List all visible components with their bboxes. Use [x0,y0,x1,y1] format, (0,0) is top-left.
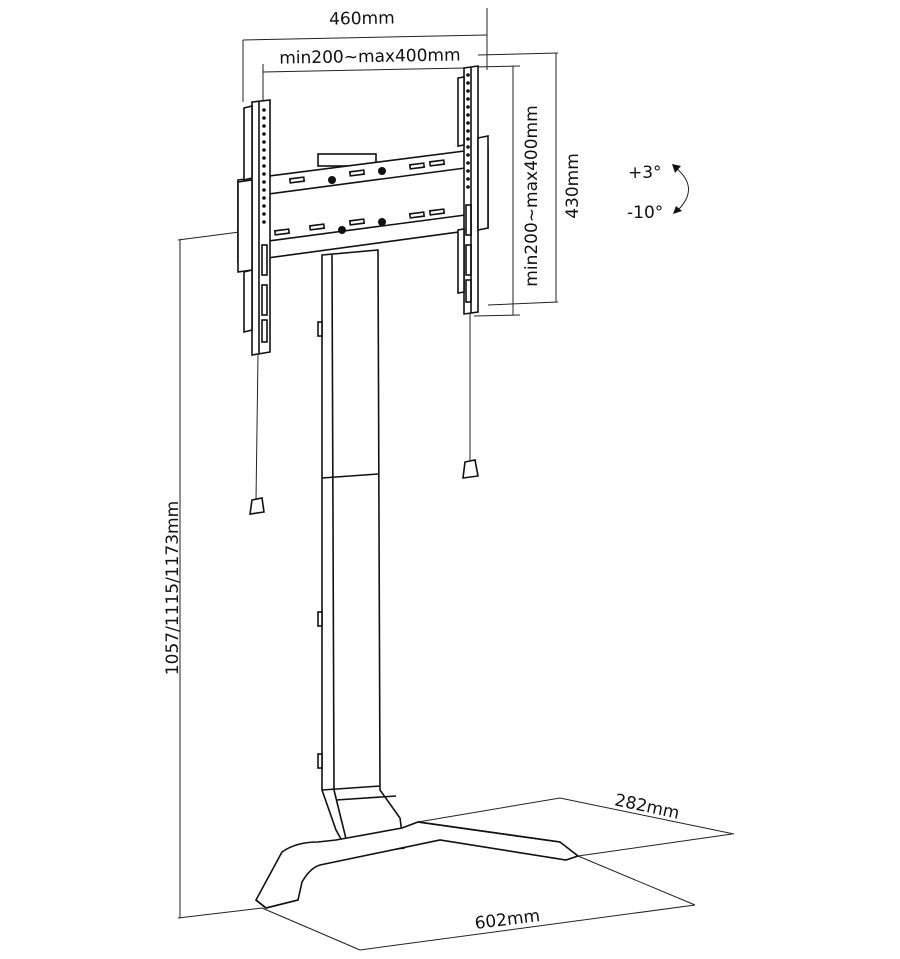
bracket-height-label: 430mm [563,153,583,219]
vesa-vertical-label: min200~max400mm [522,105,542,286]
mounting-plate [237,147,489,263]
bracket-width-label: 460mm [329,8,395,29]
base-depth-label: 282mm [613,791,681,824]
left-vertical-arm [237,99,271,515]
dimension-lines [177,8,735,951]
vesa-horizontal-label: min200~max400mm [279,45,461,68]
stand-column [317,249,405,856]
right-vertical-arm [457,65,489,479]
tilt-down-label: -10° [627,203,663,223]
overall-height-label: 1057/1115/1173mm [163,501,183,675]
tilt-up-label: +3° [628,163,662,183]
tilt-arrow-icon [672,164,689,214]
stand-base [254,821,580,909]
base-width-label: 602mm [474,906,542,934]
